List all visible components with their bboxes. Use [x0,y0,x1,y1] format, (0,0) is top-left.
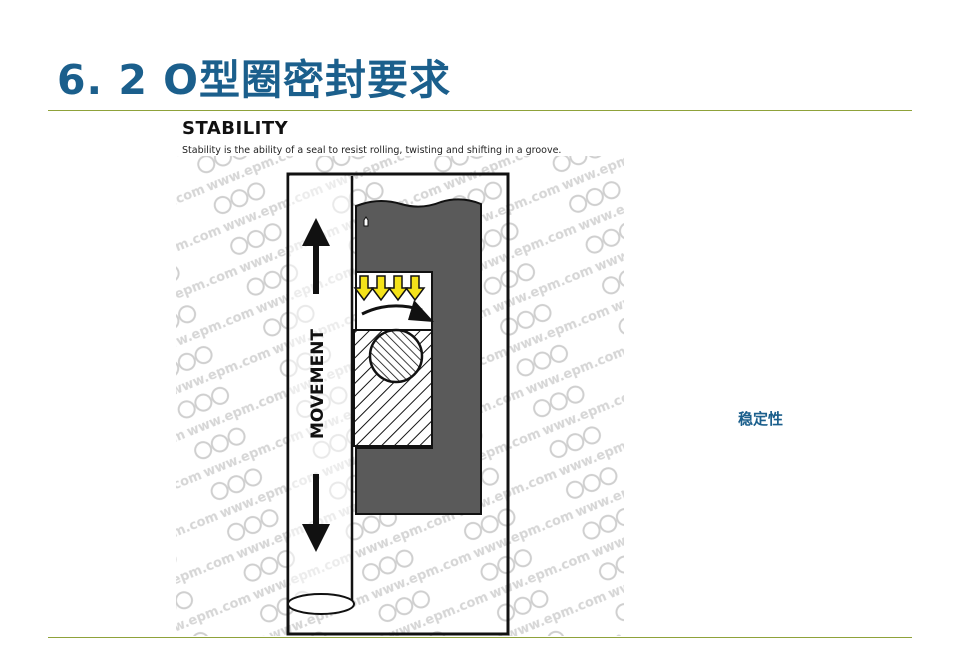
slide-title: 6. 2 O型圈密封要求 [57,56,452,104]
figure-heading: STABILITY [182,118,289,139]
movement-arrow [302,218,330,552]
pressure-arrows [353,275,426,302]
housing [355,198,482,515]
title-divider [48,110,912,111]
cursor-hand-icon [363,216,369,227]
stability-label: 稳定性 [738,410,784,428]
diagram-frame [286,172,510,636]
movement-label: MOVEMENT [308,329,328,439]
o-ring-section [368,328,424,384]
shaft-end [287,593,355,615]
figure-caption: Stability is the ability of a seal to re… [182,145,562,156]
stability-figure: www.epm.com [176,116,624,636]
footer-divider [48,637,912,638]
stability-diagram: www.epm.com [176,156,624,636]
